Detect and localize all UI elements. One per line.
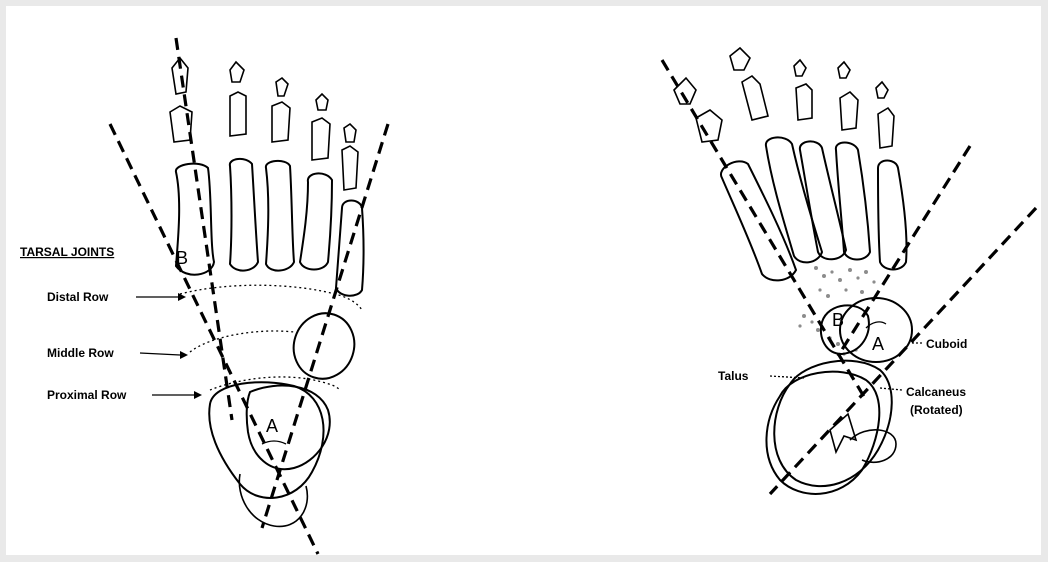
right-metatarsals	[721, 137, 907, 280]
right-vertex-a: A	[872, 334, 884, 354]
left-vertex-b: B	[176, 248, 188, 268]
left-angle-a-arc	[262, 441, 286, 444]
right-vertex-b: B	[832, 310, 844, 330]
left-vertex-a: A	[266, 416, 278, 436]
distal-row-label: Distal Row	[47, 290, 109, 304]
calcaneus-rotated-note: (Rotated)	[910, 403, 963, 417]
middle-row-label: Middle Row	[47, 346, 114, 360]
calcaneus-label: Calcaneus	[906, 385, 966, 399]
tarsal-joints-heading: TARSAL JOINTS	[20, 245, 114, 259]
talus-label: Talus	[718, 369, 749, 383]
left-joint-lines	[180, 285, 362, 390]
right-foot-diagram: B A Cuboid Talus Calcaneus (Rotated)	[662, 48, 1036, 494]
left-foot-diagram: TARSAL JOINTS Distal Row Middle Row Prox…	[20, 38, 388, 554]
left-phalanges	[170, 58, 358, 190]
left-leader-arrows	[136, 293, 202, 399]
right-axis-lines	[662, 60, 1036, 494]
proximal-row-label: Proximal Row	[47, 388, 127, 402]
cuboid-label: Cuboid	[926, 337, 967, 351]
